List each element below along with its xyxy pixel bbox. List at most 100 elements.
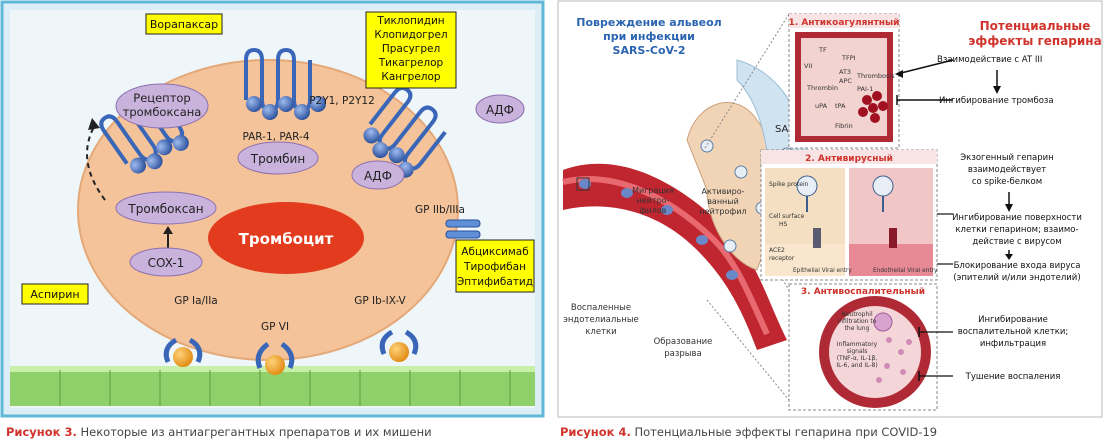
panel1-note2: Ингибирование тромбоза [939,96,1054,106]
fibrin-label: Fibrin [835,122,853,130]
title-left-line1: Повреждение альвеол [576,16,721,29]
panel1-title: 1. Антикоагулянтный [789,18,900,28]
at3-label: AT3 [839,68,851,76]
drug-tirofiban: Тирофибан [463,261,526,273]
panel3-note1-line3: инфильтрация [980,339,1046,349]
arrowhead-thromboxane [88,118,100,130]
thrombin-label: Тромбин [250,152,305,166]
panel2-note3-line1: Блокирование входа вируса [954,261,1081,271]
pai1-label: PAI-1 [857,85,873,93]
activated-line2: ванный [707,197,739,206]
panel3-inner-6: IL-6, and IL-8) [836,362,877,369]
txa-receptor-line2: тромбоксана [123,105,202,119]
adp-ellipse-inner [351,160,405,190]
inflamed-line3: клетки [585,327,616,337]
p2y-label: P2Y1, P2Y12 [309,95,375,107]
drug-abciximab: Абциксимаб [461,246,528,258]
panel2-note3-line2: (эпителий и/или эндотелий) [953,273,1080,283]
figure-3-diagram: Тромбин АДФ АДФ Рецептор тромбоксана Тро… [0,0,545,418]
par-label: PAR-1, PAR-4 [242,131,309,143]
panel3-note1-line2: воспалительной клетки; [958,327,1068,337]
endothelial-entry-label: Endothelial Viral entry [873,268,938,274]
title-left-line3: SARS-CoV-2 [613,44,686,57]
adp-label-inner: АДФ [364,169,392,183]
panel2-note2-line1: Ингибирование поверхности [952,213,1082,223]
migration-line1: Миграция [632,186,674,195]
gp6-label: GP VI [261,321,289,333]
panel-anticoagulant: 1. Антикоагулянтный TF TFPI VII AT3 APC … [788,13,900,149]
vii-label: VII [804,62,812,70]
arrowhead-down-3 [1005,254,1013,260]
receptor-label: receptor [769,255,795,262]
platelet-nucleus [208,202,364,274]
receptor-gp6 [255,341,295,375]
figure-4-caption-label: Рисунок 4. [560,425,631,439]
drug-eptifibatide: Эптифибатид [457,276,533,288]
panel3-note1-line1: Ингибирование [978,315,1048,325]
ace2-label: ACE2 [769,247,785,254]
thrombus-cluster [858,91,888,123]
panel3-note2: Тушение воспаления [965,372,1061,382]
activated-line1: Активиро- [702,187,745,196]
aspirin-label: Аспирин [30,288,79,301]
thromboxane-label: Тромбоксан [127,202,203,216]
neutrophil-cell [873,312,893,332]
vorapaxar-label: Ворапаксар [150,18,218,31]
panel3-inner-4: signals [847,348,868,355]
p2y-drugs-box: Тиклопидин Клопидогрел Прасугрел Тикагре… [365,11,457,89]
epithelial-entry-label: Epithelial Viral entry [793,268,852,274]
thromboxane-receptor-ellipse [115,83,209,129]
gp2b3a-label: GP IIb/IIIa [415,204,465,216]
gp1a2a-label: GP Ia/IIa [174,295,218,307]
figure-3-caption: Рисунок 3. Некоторые из антиагрегантных … [6,425,432,439]
gp1b-label: GP Ib-IX-V [354,295,406,307]
arrow-at3 [896,59,954,75]
cox1-ellipse [129,247,203,277]
arrowhead-down-1 [993,86,1001,94]
panel-antiinflammatory: 3. Антивоспалительный Neutrophil infiltr… [788,283,938,411]
receptor-gp1b [379,329,419,362]
panel2-note2-line3: действие с вирусом [972,237,1061,247]
arrowhead-at3 [895,70,903,78]
title-right-line2: эффекты гепарина [968,34,1101,48]
cell-surface-label: Cell surface [769,213,805,220]
panel3-inner-1: infiltration to [838,318,877,325]
rupture-line2: разрыва [664,349,701,359]
drug-ticlopidine: Тиклопидин [376,15,444,27]
panel2-note1-line3: со spike-белком [972,177,1042,187]
tpa-label: tPA [835,102,846,110]
panel2-title: 2. Антивирусный [805,154,893,164]
figure-4-caption-text: Потенциальные эффекты гепарина при COVID… [634,425,938,439]
figure-4-caption: Рисунок 4. Потенциальные эффекты гепарин… [560,425,937,439]
apc-label: APC [839,77,852,85]
gp2b3a-drugs-box: Абциксимаб Тирофибан Эптифибатид [455,239,535,293]
receptor-gp1a2a [163,337,203,367]
panel2-note2-line2: клетки гепарином; взаимо- [955,225,1078,235]
panel2-note1-line1: Экзогенный гепарин [960,153,1053,163]
panel3-inner-5: (TNF-α, IL-1β, [837,355,878,362]
ace2-epithelial [813,228,821,248]
drug-prasugrel: Прасугрел [382,43,440,55]
arrowhead-cox [163,226,173,234]
arrow-thromboxane-to-receptor [86,124,106,201]
panel2-note1-line2: взаимодействует [968,165,1046,175]
cox1-label: COX-1 [148,256,185,270]
figure-3-caption-label: Рисунок 3. [6,425,77,439]
title-right-line1: Потенциальные [980,19,1091,33]
spike-proteins [806,196,884,212]
figure-3-caption-text: Некоторые из антиагрегантных препаратов … [80,425,432,439]
tfpi-label: TFPI [841,54,856,62]
figure-3: Тромбин АДФ АДФ Рецептор тромбоксана Тро… [0,0,545,420]
neutrophil-vessel-label: Neutrophil [702,315,741,324]
rupture-line1: Образование [654,337,713,347]
arrowhead-down-2 [1005,204,1013,212]
inflammatory-dots [876,337,912,383]
activated-line3: нейтрофил [699,207,746,216]
migration-line3: филов [640,206,667,215]
inflamed-line2: эндотелиальные [563,315,639,325]
panel3-inner-0: Neutrophil [841,311,873,318]
receptor-gp2b3a [445,219,481,239]
adp-ellipse-outer [475,94,525,124]
adp-label-outer: АДФ [486,103,514,117]
spike-protein-label: Spike protein [769,181,809,188]
